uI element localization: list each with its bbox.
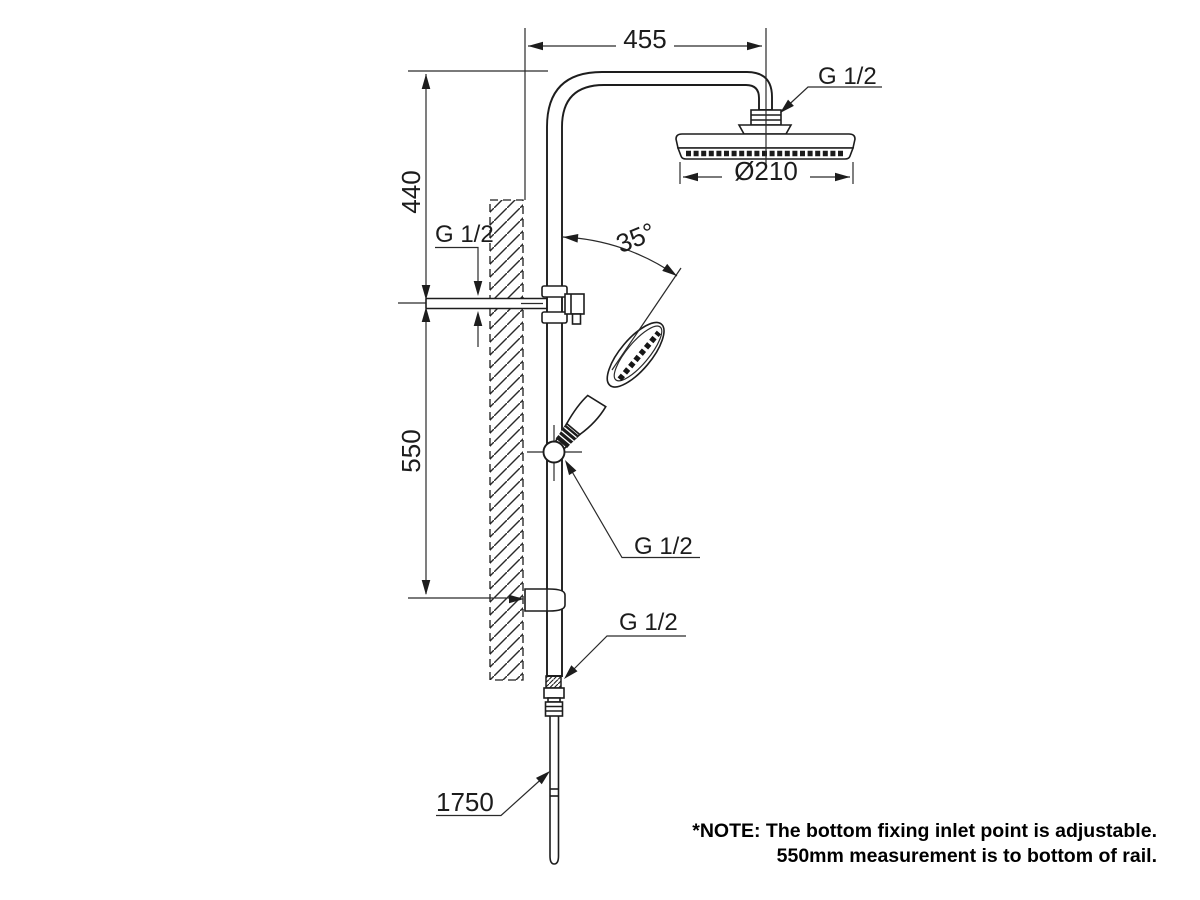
g12-outlet-text: G 1/2 (619, 609, 678, 636)
dimension-440: 440 (396, 74, 431, 300)
dim-210-text: Ø210 (734, 156, 798, 186)
dimension-455: 455 (524, 24, 762, 200)
label-g12-outlet: G 1/2 (560, 609, 686, 682)
footnote: *NOTE: The bottom fixing inlet point is … (692, 820, 1157, 867)
handset-handle (565, 394, 607, 436)
label-g12-top: G 1/2 (777, 63, 882, 117)
diverter-block (564, 293, 585, 315)
head-flange (737, 124, 793, 135)
dim-440-text: 440 (396, 170, 426, 213)
g12-holder-text: G 1/2 (634, 533, 693, 560)
thread-labels: G 1/2 G 1/2 G 1/2 G 1/2 (435, 63, 882, 682)
angle-text: 35° (612, 216, 660, 259)
hand-shower (553, 321, 665, 451)
handset-head-inner (613, 325, 663, 382)
g12-inlet-text: G 1/2 (435, 221, 494, 248)
hose-nut (543, 687, 565, 699)
rail-outlet-and-hose (543, 675, 565, 865)
note-line-1: *NOTE: The bottom fixing inlet point is … (692, 820, 1157, 842)
upper-collar (541, 285, 568, 298)
label-g12-inlet: G 1/2 (435, 221, 494, 347)
overhead-shower-head: Ø210 (675, 28, 856, 186)
handset-cone-rings (555, 425, 579, 449)
dim-455-text: 455 (623, 24, 666, 54)
wall-hatch (489, 199, 524, 681)
dimension-1750: 1750 (436, 767, 553, 817)
hand-shower-assembly (527, 321, 665, 481)
dim-1750-text: 1750 (436, 787, 494, 817)
lower-bracket (524, 588, 566, 612)
diverter-nub (571, 313, 582, 325)
lower-collar (541, 311, 568, 324)
dimension-550: 550 (396, 307, 431, 595)
outlet-thread (545, 675, 562, 689)
dimension-210: Ø210 (679, 156, 854, 186)
dim-550-text: 550 (396, 429, 426, 472)
note-line-2: 550mm measurement is to bottom of rail. (777, 845, 1157, 867)
hose-collar (544, 701, 564, 717)
hose (549, 716, 560, 865)
angle-axis-line (611, 267, 682, 371)
handset-nozzles (617, 330, 661, 381)
wall-inlet-pipe (425, 297, 547, 310)
top-bracket (541, 285, 585, 325)
lower-bracket-body (524, 588, 566, 612)
wall-section (489, 199, 524, 681)
label-g12-holder: G 1/2 (561, 457, 700, 560)
holder-pivot (542, 440, 566, 464)
inlet-pipe-body (426, 298, 547, 309)
dimension-lines: 455 440 550 (396, 24, 762, 604)
bottom-reference-line (408, 594, 524, 604)
g12-top-text: G 1/2 (818, 63, 877, 90)
handset-head (606, 321, 665, 388)
